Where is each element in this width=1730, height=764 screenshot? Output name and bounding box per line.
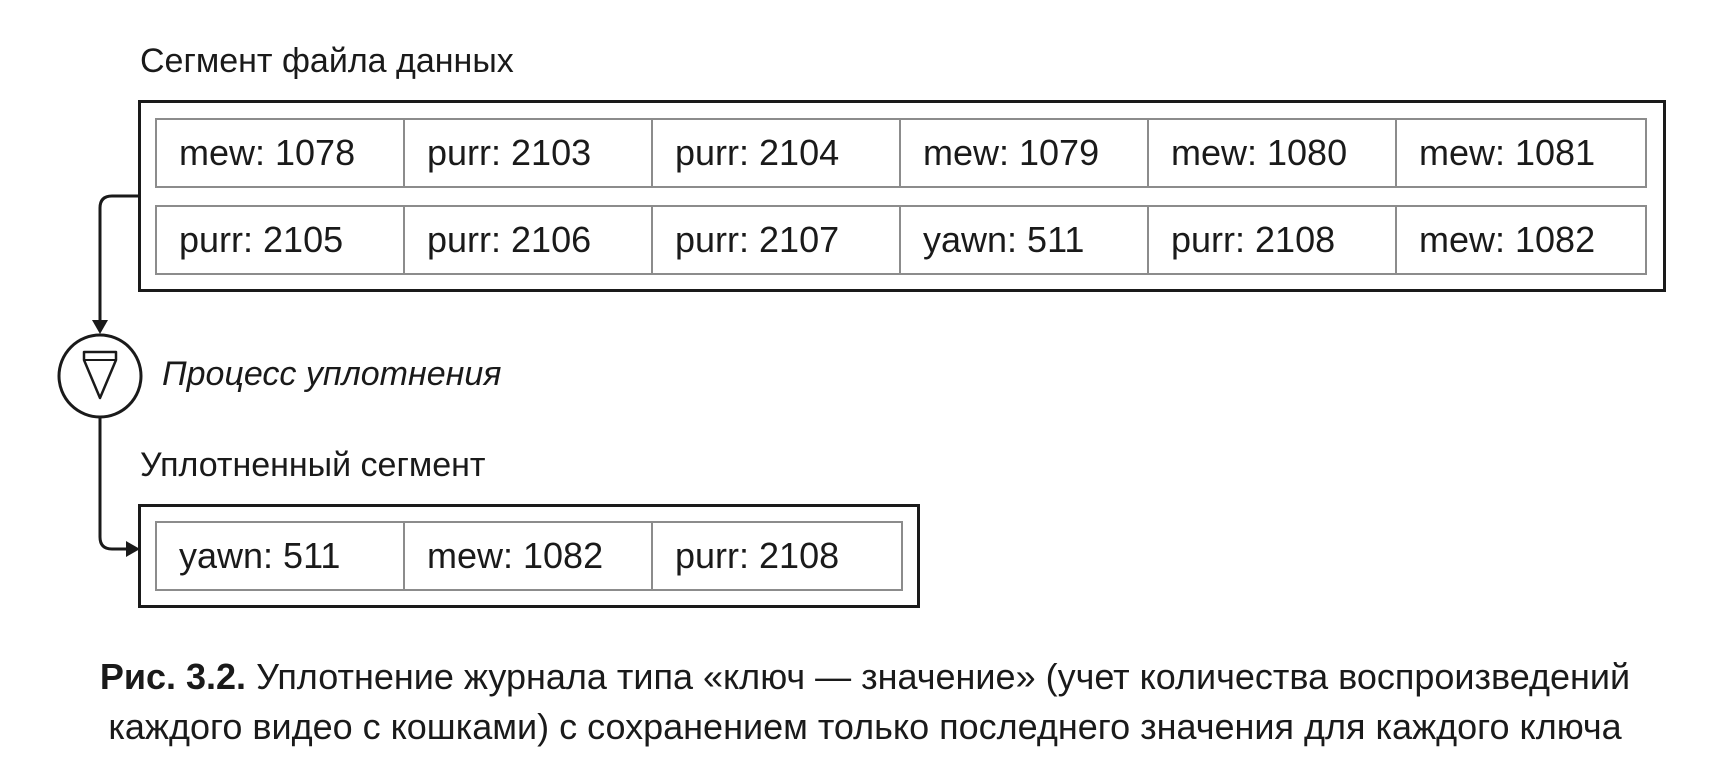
compacted-cell: yawn: 511 <box>157 523 405 589</box>
source-cell: purr: 2106 <box>405 207 653 273</box>
source-cell: mew: 1080 <box>1149 120 1397 186</box>
figure-label: Рис. 3.2. <box>99 656 247 697</box>
down-arrow-circle-icon <box>57 333 143 419</box>
source-cell: mew: 1081 <box>1419 132 1596 173</box>
compacted-segment-row: yawn: 511 mew: 1082 purr: 2108 <box>155 521 903 591</box>
connector-top-line <box>98 194 138 322</box>
caption-text-1: Уплотнение журнала типа «ключ — значение… <box>246 656 1631 697</box>
source-segment-row-2: purr: 2105 purr: 2106 purr: 2107 yawn: 5… <box>155 205 1647 275</box>
source-cell: purr: 2105 <box>157 207 405 273</box>
source-segment-box: mew: 1078 purr: 2103 purr: 2104 mew: 107… <box>138 100 1666 292</box>
source-cell: purr: 2107 <box>653 207 901 273</box>
process-label: Процесс уплотнения <box>162 355 502 393</box>
source-cell: mew: 1082 <box>1419 219 1596 260</box>
arrowhead-down <box>92 320 108 334</box>
source-cell: mew: 1079 <box>901 120 1149 186</box>
compacted-segment-box: yawn: 511 mew: 1082 purr: 2108 <box>138 504 920 608</box>
source-segment-title: Сегмент файла данных <box>140 42 514 80</box>
compacted-segment-title: Уплотненный сегмент <box>140 446 486 484</box>
connector-bottom-line <box>98 417 130 551</box>
source-cell: purr: 2108 <box>1149 207 1397 273</box>
source-cell: purr: 2103 <box>405 120 653 186</box>
compacted-cell: mew: 1082 <box>405 523 653 589</box>
compacted-cell: purr: 2108 <box>675 535 840 576</box>
figure-caption: Рис. 3.2. Уплотнение журнала типа «ключ … <box>0 652 1730 752</box>
source-cell: mew: 1078 <box>157 120 405 186</box>
caption-line-2: каждого видео с кошками) с сохранением т… <box>108 706 1622 747</box>
source-cell: yawn: 511 <box>901 207 1149 273</box>
caption-line-1: Рис. 3.2. Уплотнение журнала типа «ключ … <box>0 652 1730 702</box>
source-cell: purr: 2104 <box>653 120 901 186</box>
source-segment-row-1: mew: 1078 purr: 2103 purr: 2104 mew: 107… <box>155 118 1647 188</box>
